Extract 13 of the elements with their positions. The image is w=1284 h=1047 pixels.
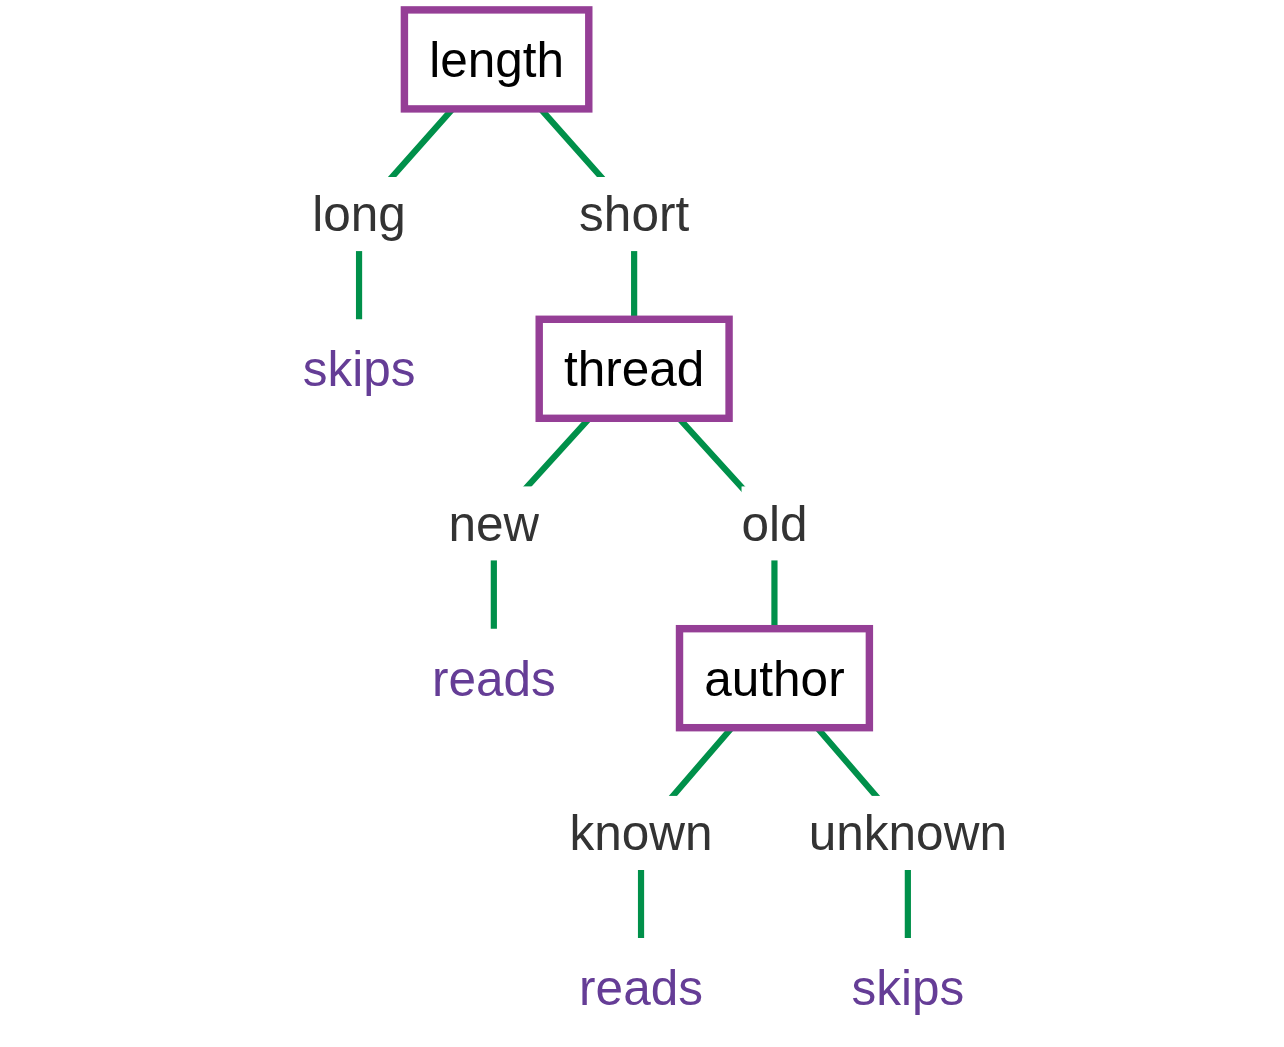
edge-label: short (578, 186, 689, 242)
edge-label: unknown (808, 805, 1007, 861)
edge-label: old (740, 496, 808, 551)
node-text: skips (851, 960, 964, 1015)
edge-label: new (448, 496, 539, 551)
edge-label: long (311, 186, 406, 242)
edge-label: known (569, 805, 713, 861)
node-box: thread (535, 315, 733, 422)
node-box: length (400, 6, 593, 113)
node-box: author (675, 624, 873, 732)
node-text: reads (431, 650, 556, 706)
node-text: skips (302, 341, 416, 397)
node-text: reads (578, 960, 703, 1015)
